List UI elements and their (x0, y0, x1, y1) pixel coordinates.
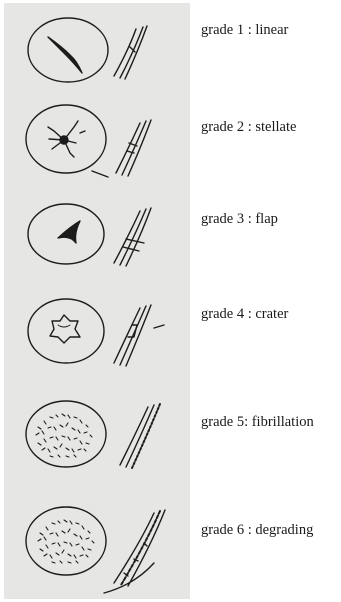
sketch-panel (4, 3, 190, 599)
grade-6-label: grade 6 : degrading (201, 522, 313, 538)
grade-2-label: grade 2 : stellate (201, 119, 296, 135)
grade-3-label: grade 3 : flap (201, 211, 278, 227)
grade-4-label: grade 4 : crater (201, 306, 288, 322)
grade-1-label: grade 1 : linear (201, 22, 288, 38)
grade-5-label: grade 5: fibrillation (201, 414, 314, 430)
